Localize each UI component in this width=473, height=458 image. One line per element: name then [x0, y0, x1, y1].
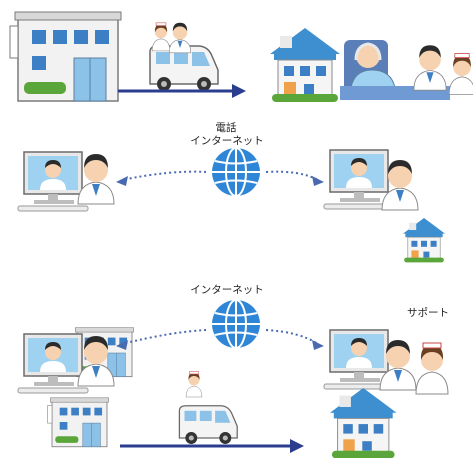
phone-label: 電話	[215, 122, 237, 134]
dotted-arrow-right-mid	[265, 170, 319, 181]
nurse-top	[151, 22, 171, 52]
support-label: サポート	[407, 307, 449, 319]
arrow-head-bottom	[290, 439, 304, 453]
dotted-arrow-left-mid	[121, 170, 207, 181]
globe-mid	[211, 147, 261, 197]
house-mid	[402, 217, 446, 263]
dotted-arrow-right-bottom	[265, 329, 319, 345]
nurse-right-top	[448, 53, 473, 95]
nurse-small-bottom	[185, 371, 203, 398]
house-bottom	[329, 387, 397, 458]
globe-bottom	[211, 299, 261, 349]
arrow-head-top	[232, 84, 246, 98]
house-top	[269, 27, 341, 103]
internet-label-bottom: インターネット	[190, 284, 264, 296]
doctor-top	[168, 22, 192, 54]
nurse-support	[415, 342, 449, 395]
internet-label: インターネット	[190, 135, 264, 147]
doctor-left-mid	[77, 153, 115, 205]
van-bottom	[178, 405, 238, 445]
clinic-top	[9, 11, 122, 102]
dotted-arrow-left-bottom	[121, 329, 207, 345]
doctor-right-top	[413, 44, 447, 91]
computer-left-mid	[17, 151, 89, 212]
computer-left-bottom	[17, 333, 89, 394]
clinic-bottom	[47, 397, 110, 448]
